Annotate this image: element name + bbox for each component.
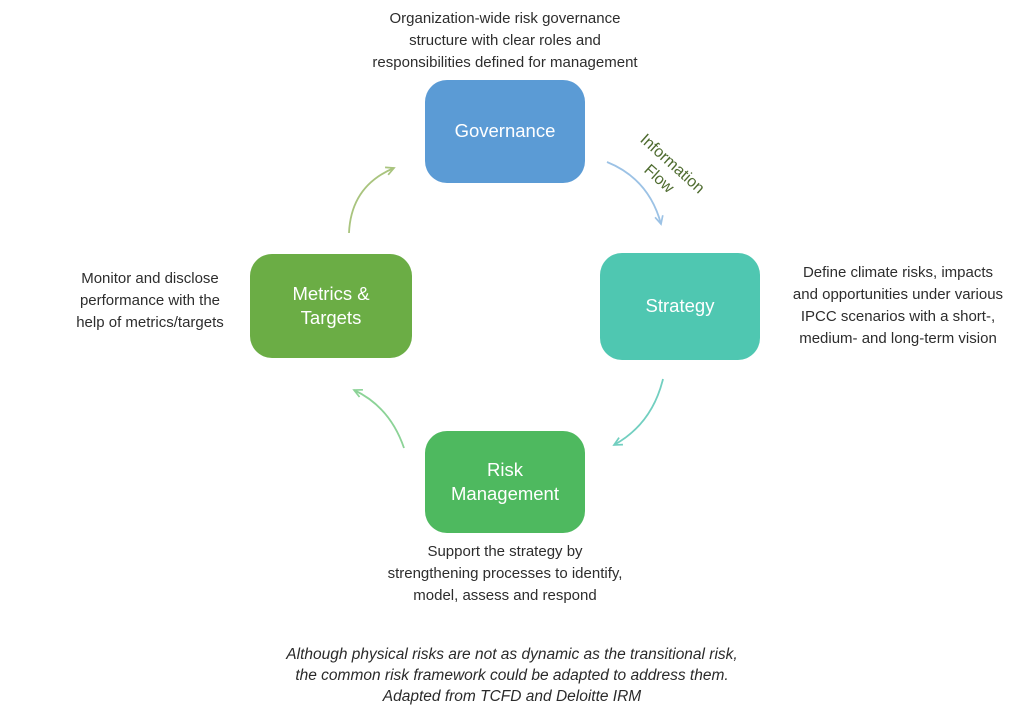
node-strategy-label: Strategy xyxy=(645,295,715,317)
caption: Although physical risks are not as dynam… xyxy=(212,644,812,707)
note-line: Support the strategy by xyxy=(427,543,583,560)
note-line: medium- and long-term vision xyxy=(799,330,997,347)
note-line: Monitor and disclose xyxy=(81,270,219,287)
metrics-note: Monitor and disclose performance with th… xyxy=(50,268,250,334)
strategy-note: Define climate risks, impacts and opport… xyxy=(773,262,1023,350)
note-line: IPCC scenarios with a short-, xyxy=(800,308,996,325)
caption-line: Although physical risks are not as dynam… xyxy=(286,646,738,663)
caption-line: the common risk framework could be adapt… xyxy=(295,667,729,684)
note-line: performance with the xyxy=(79,292,221,309)
node-metrics-targets: Metrics & Targets xyxy=(250,254,412,358)
node-risk-management-label: Risk Management xyxy=(451,458,559,504)
node-risk-management: Risk Management xyxy=(425,431,585,533)
arrow-strategy-to-risk xyxy=(612,378,664,446)
information-flow-label: Information Flow xyxy=(603,114,726,231)
note-line: responsibilities defined for management xyxy=(372,54,638,71)
note-line: structure with clear roles and xyxy=(409,32,601,49)
note-line: model, assess and respond xyxy=(413,587,597,604)
note-line: help of metrics/targets xyxy=(76,314,224,331)
caption-line: Adapted from TCFD and Deloitte IRM xyxy=(382,688,642,705)
node-governance-label: Governance xyxy=(454,120,556,142)
node-strategy: Strategy xyxy=(600,253,760,360)
node-metrics-targets-label: Metrics & Targets xyxy=(292,282,370,328)
governance-note: Organization-wide risk governance struct… xyxy=(305,8,705,74)
note-line: Organization-wide risk governance xyxy=(389,10,621,27)
risk-note: Support the strategy by strengthening pr… xyxy=(365,541,645,607)
note-line: strengthening processes to identify, xyxy=(387,565,623,582)
arrow-risk-to-metrics xyxy=(352,388,405,449)
note-line: and opportunities under various xyxy=(792,286,1004,303)
arrow-metrics-to-governance xyxy=(348,166,396,234)
node-governance: Governance xyxy=(425,80,585,183)
note-line: Define climate risks, impacts xyxy=(802,264,994,281)
